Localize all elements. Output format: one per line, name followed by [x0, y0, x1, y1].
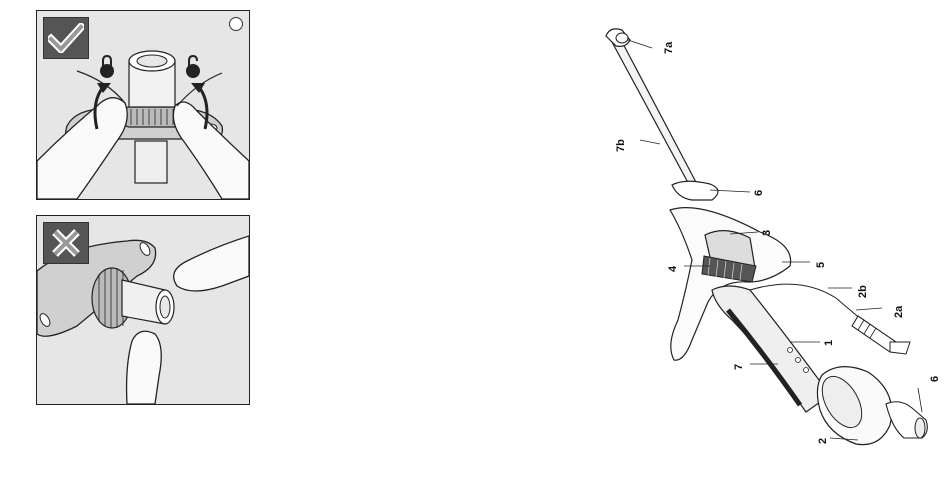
- lock-open-icon: [185, 55, 203, 79]
- label-3: 3: [761, 230, 773, 236]
- circle-icon: [229, 17, 243, 31]
- correct-handling-panel: [36, 10, 250, 200]
- tube-diagram-drawing: 7a 7b 6 3 4 5 2b 2a 1 7 2 6: [600, 20, 950, 460]
- wrong-handling-panel: [36, 215, 250, 405]
- label-7a: 7a: [663, 41, 675, 54]
- label-7b: 7b: [615, 139, 627, 152]
- tube-diagram: 7a 7b 6 3 4 5 2b 2a 1 7 2 6: [600, 20, 950, 460]
- label-2: 2: [817, 438, 829, 444]
- label-5: 5: [815, 262, 827, 268]
- lock-closed-icon: [99, 55, 115, 79]
- label-4: 4: [667, 265, 679, 272]
- cross-icon: [43, 222, 89, 264]
- label-1: 1: [823, 340, 835, 346]
- checkmark-icon: [43, 17, 89, 59]
- label-7: 7: [733, 364, 745, 370]
- label-2b: 2b: [857, 285, 869, 298]
- label-6-top: 6: [753, 190, 765, 196]
- label-6-bottom: 6: [929, 376, 941, 382]
- label-2a: 2a: [893, 305, 905, 318]
